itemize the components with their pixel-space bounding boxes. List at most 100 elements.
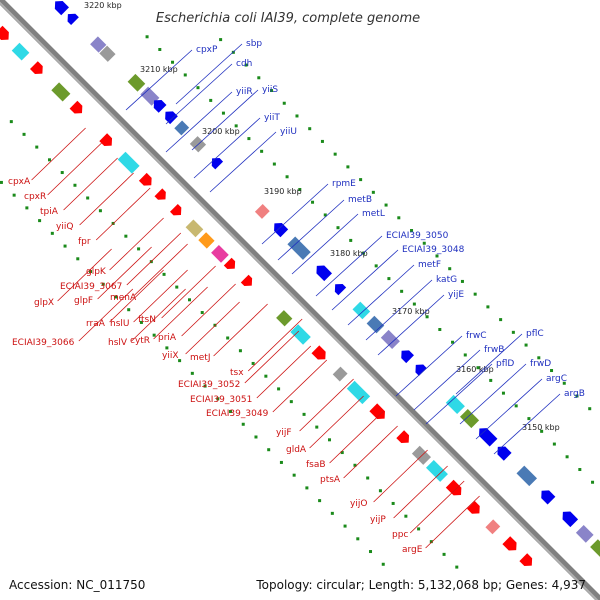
- gene-connector: [299, 378, 354, 432]
- gene-feature: [380, 329, 400, 350]
- gene-feature: [485, 519, 501, 535]
- track-tick: [277, 387, 281, 391]
- track-tick: [412, 302, 416, 306]
- track-tick: [183, 73, 187, 77]
- gene-label-bottom: metJ: [190, 353, 211, 363]
- track-tick: [486, 305, 490, 309]
- gene-connector: [181, 283, 236, 337]
- gene-connector: [459, 363, 527, 425]
- track-tick: [76, 257, 80, 261]
- track-tick: [267, 448, 271, 452]
- gene-feature: [426, 460, 448, 482]
- gene-connector: [377, 294, 445, 356]
- track-tick: [336, 226, 340, 230]
- track-tick: [203, 384, 207, 388]
- gene-connector: [161, 265, 216, 319]
- track-tick: [272, 162, 276, 166]
- gene-label-top: metL: [362, 209, 385, 219]
- track-tick: [489, 378, 493, 382]
- track-tick: [305, 486, 309, 490]
- gene-connector: [365, 279, 433, 341]
- gene-connector: [493, 393, 561, 455]
- gene-feature: [445, 394, 465, 415]
- track-tick: [565, 455, 569, 459]
- track-tick: [524, 343, 528, 347]
- gene-label-bottom: yijO: [350, 499, 367, 509]
- track-tick: [328, 438, 332, 442]
- gene-feature: [590, 539, 600, 557]
- track-tick: [400, 289, 404, 293]
- track-tick: [340, 451, 344, 455]
- track-tick: [12, 193, 16, 197]
- track-tick: [98, 209, 102, 213]
- gene-label-bottom: glpX: [34, 298, 54, 308]
- gene-label-top: katG: [436, 275, 457, 285]
- track-tick: [200, 311, 204, 315]
- track-tick: [353, 463, 357, 467]
- track-tick: [127, 308, 131, 312]
- gene-connector: [261, 183, 329, 245]
- track-tick: [89, 270, 93, 274]
- gene-feature: [519, 553, 533, 567]
- gene-label-top: frwD: [530, 359, 551, 369]
- track-tick: [404, 514, 408, 518]
- map-title: Escherichia coli IAI39, complete genome: [156, 11, 420, 26]
- track-tick: [435, 254, 439, 258]
- gene-label-top: metF: [418, 260, 441, 270]
- track-tick: [229, 410, 233, 414]
- gene-feature: [497, 446, 512, 461]
- track-tick: [501, 391, 505, 395]
- gene-connector: [475, 378, 543, 440]
- gene-label-top: yiiR: [236, 87, 253, 97]
- track-tick: [514, 404, 518, 408]
- gene-label-top: yiiS: [262, 85, 278, 95]
- gene-label-bottom: ECIAI39_3052: [178, 380, 240, 390]
- track-tick: [162, 272, 166, 276]
- gene-connector: [165, 91, 233, 153]
- gene-feature: [254, 204, 270, 219]
- gene-connector: [329, 410, 384, 464]
- track-tick: [499, 318, 503, 322]
- gene-label-bottom: fpr: [78, 237, 91, 247]
- gene-feature: [170, 204, 182, 216]
- track-tick: [285, 175, 289, 179]
- scale-label: 3150 kbp: [522, 423, 560, 432]
- gene-feature: [541, 490, 556, 505]
- gene-feature: [0, 25, 9, 40]
- gene-label-top: yijE: [448, 290, 464, 300]
- track-tick: [241, 422, 245, 426]
- gene-feature: [290, 324, 311, 345]
- gene-label-bottom: gldA: [286, 445, 307, 455]
- track-tick: [384, 203, 388, 207]
- gene-connector: [395, 335, 463, 397]
- gene-feature: [240, 274, 253, 287]
- gene-connector: [131, 288, 186, 342]
- track-tick: [374, 264, 378, 268]
- track-tick: [9, 120, 13, 124]
- gene-feature: [138, 172, 152, 186]
- gene-connector: [455, 333, 523, 395]
- track-tick: [238, 349, 242, 353]
- track-tick: [333, 152, 337, 156]
- gene-feature: [401, 350, 414, 364]
- gene-feature: [334, 283, 347, 296]
- track-tick: [209, 98, 213, 102]
- track-tick: [588, 407, 592, 411]
- gene-feature: [366, 315, 385, 334]
- gene-label-bottom: hslU: [110, 319, 129, 329]
- track-tick: [257, 76, 261, 80]
- gene-feature: [479, 428, 498, 447]
- gene-feature: [30, 61, 43, 74]
- gene-connector: [309, 395, 364, 449]
- gene-feature: [51, 82, 71, 102]
- track-tick: [60, 171, 64, 175]
- track-tick: [73, 183, 77, 187]
- gene-feature: [69, 100, 83, 114]
- track-tick: [260, 149, 264, 153]
- gene-connector: [165, 63, 233, 125]
- gene-connector: [315, 235, 383, 297]
- track-tick: [473, 292, 477, 296]
- gene-label-bottom: cpxR: [24, 192, 46, 202]
